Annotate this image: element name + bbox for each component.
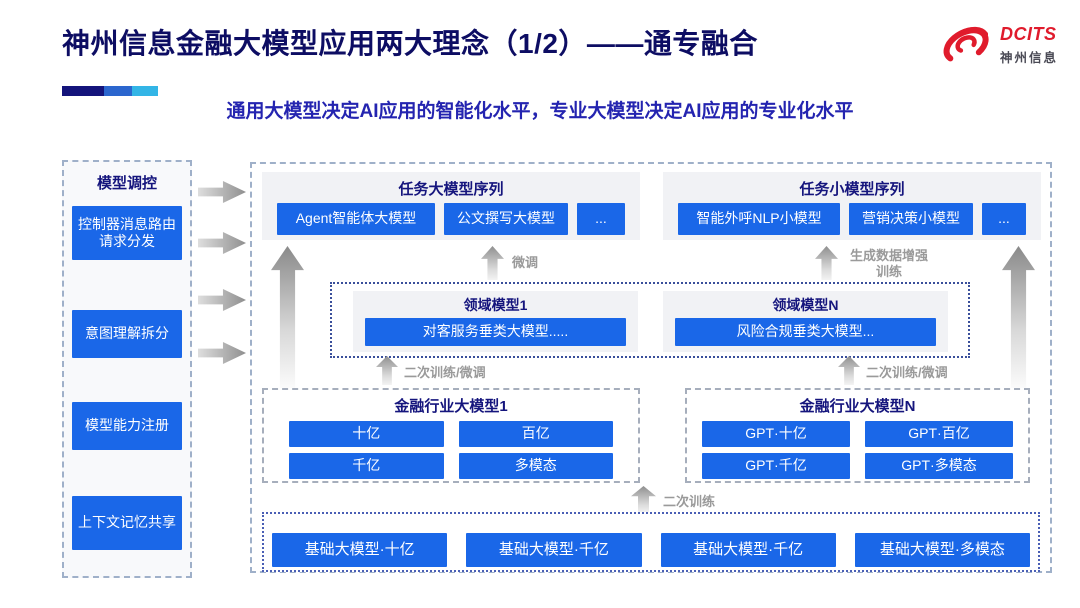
label-line1: 生成数据增强 (849, 248, 928, 263)
page-title: 神州信息金融大模型应用两大理念（1/2）——通专融合 (62, 28, 758, 59)
model-box-gpt-1b: GPT·十亿 (702, 421, 850, 447)
industry-model-grid: 十亿 百亿 千亿 多模态 (289, 421, 613, 479)
arrow-right-icon (198, 288, 246, 312)
main-diagram-container (250, 162, 1052, 573)
dcits-swoosh-icon (943, 26, 989, 62)
model-box-gpt-100b: GPT·千亿 (702, 453, 850, 479)
model-box-ellipsis: ... (577, 203, 625, 235)
base-model-row: 基础大模型·十亿 基础大模型·千亿 基础大模型·千亿 基础大模型·多模态 (272, 533, 1030, 567)
task-small-model-row: 智能外呼NLP小模型 营销决策小模型 ... (668, 203, 1036, 235)
model-box-100b: 千亿 (289, 453, 444, 479)
model-box-multimodal: 多模态 (458, 453, 613, 479)
accent-bar-segment (132, 86, 158, 96)
model-box-gpt-multimodal: GPT·多模态 (865, 453, 1013, 479)
model-box-10b: 百亿 (458, 421, 613, 447)
model-box-agent: Agent智能体大模型 (277, 203, 435, 235)
panel-title: 任务小模型序列 (799, 181, 905, 198)
sidebar-item-intent-split: 意图理解拆分 (72, 310, 182, 358)
label-retrain: 二次训练 (663, 494, 716, 509)
model-box-base-100b: 基础大模型·千亿 (466, 533, 642, 567)
arrow-right-icon (198, 180, 246, 204)
model-box-risk-compliance: 风险合规垂类大模型... (675, 318, 936, 346)
accent-bar-segment (104, 86, 132, 96)
dcits-logo: DCITS 神州信息 (938, 20, 1058, 70)
label-generate-data-augment: 生成数据增强 训练 (841, 248, 937, 280)
panel-domain-model-1: 领域模型1 对客服务垂类大模型..... (353, 291, 638, 352)
logo-brand-cn-text: 神州信息 (1000, 51, 1059, 65)
label-line2: 训练 (875, 264, 902, 279)
sidebar-item-context-memory: 上下文记忆共享 (72, 496, 182, 550)
panel-task-large-models: 任务大模型序列 Agent智能体大模型 公文撰写大模型 ... (262, 172, 640, 240)
task-large-model-row: Agent智能体大模型 公文撰写大模型 ... (267, 203, 635, 235)
model-box-outbound-nlp: 智能外呼NLP小模型 (678, 203, 840, 235)
panel-title: 金融行业大模型1 (394, 398, 508, 415)
model-box-customer-service: 对客服务垂类大模型..... (365, 318, 626, 346)
base-models-container: 基础大模型·十亿 基础大模型·千亿 基础大模型·千亿 基础大模型·多模态 (262, 512, 1040, 572)
panel-title: 领域模型N (772, 297, 839, 313)
label-retrain-finetune-right: 二次训练/微调 (866, 365, 948, 380)
arrow-right-icon (198, 231, 246, 255)
model-box-marketing-decision: 营销决策小模型 (849, 203, 973, 235)
arrow-right-icon (198, 341, 246, 365)
label-retrain-finetune-left: 二次训练/微调 (404, 365, 486, 380)
panel-title: 领域模型1 (463, 297, 528, 313)
panel-industry-model-1: 金融行业大模型1 十亿 百亿 千亿 多模态 (262, 388, 640, 483)
model-box-base-1b: 基础大模型·十亿 (272, 533, 448, 567)
model-box-document-writing: 公文撰写大模型 (444, 203, 568, 235)
model-box-base-100b-2: 基础大模型·千亿 (660, 533, 836, 567)
accent-bar-segment (62, 86, 104, 96)
panel-domain-model-n: 领域模型N 风险合规垂类大模型... (663, 291, 948, 352)
panel-task-small-models: 任务小模型序列 智能外呼NLP小模型 营销决策小模型 ... (663, 172, 1041, 240)
sidebar-item-capability-register: 模型能力注册 (72, 402, 182, 450)
slide-subtitle: 通用大模型决定AI应用的智能化水平，专业大模型决定AI应用的专业化水平 (226, 101, 854, 122)
label-fine-tune: 微调 (512, 255, 539, 270)
logo-text: DCITS 神州信息 (1000, 24, 1058, 66)
domain-models-container: 领域模型1 对客服务垂类大模型..... 领域模型N 风险合规垂类大模型... (330, 282, 970, 358)
sidebar-model-control: 模型调控 控制器消息路由请求分发 意图理解拆分 模型能力注册 上下文记忆共享 (62, 160, 192, 578)
model-box-1b: 十亿 (289, 421, 444, 447)
industry-model-grid: GPT·十亿 GPT·百亿 GPT·千亿 GPT·多模态 (702, 421, 1013, 479)
model-box-gpt-10b: GPT·百亿 (865, 421, 1013, 447)
panel-title: 金融行业大模型N (799, 398, 916, 415)
accent-bar (62, 86, 158, 96)
logo-brand-text: DCITS (1000, 24, 1057, 44)
sidebar-header: 模型调控 (96, 175, 157, 192)
panel-industry-model-n: 金融行业大模型N GPT·十亿 GPT·百亿 GPT·千亿 GPT·多模态 (685, 388, 1030, 483)
sidebar-item-message-routing: 控制器消息路由请求分发 (72, 206, 182, 260)
panel-title: 任务大模型序列 (398, 181, 504, 198)
model-box-ellipsis: ... (982, 203, 1026, 235)
model-box-base-multimodal: 基础大模型·多模态 (854, 533, 1030, 567)
